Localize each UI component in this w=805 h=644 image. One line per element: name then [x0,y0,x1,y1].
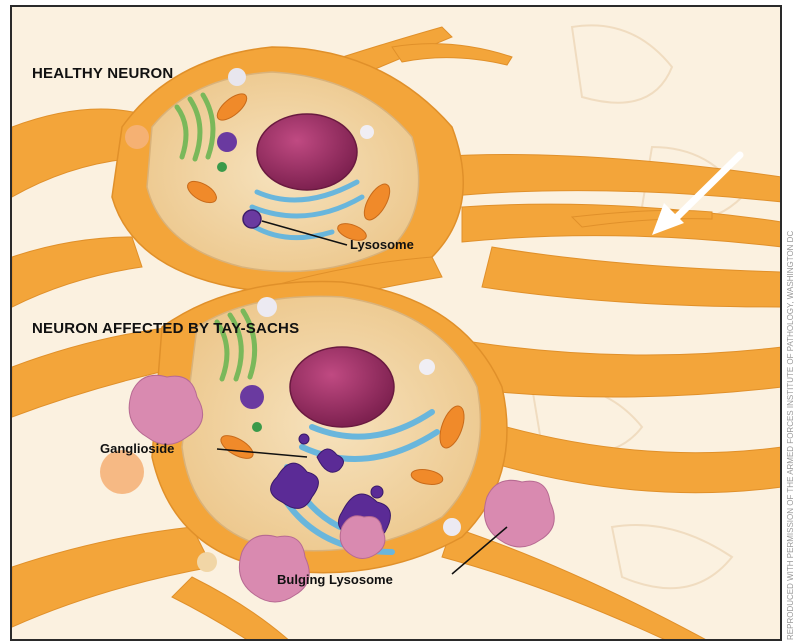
illustration-frame: HEALTHY NEURON Lysosome NEURON AFFECTED … [10,5,782,641]
credit-text: REPRODUCED WITH PERMISSION OF THE ARMED … [786,20,802,640]
lysosome-label: Lysosome [350,237,414,252]
healthy-neuron-title: HEALTHY NEURON [32,65,173,82]
background-cells [532,25,742,588]
ganglioside-label: Ganglioside [100,441,174,456]
bulging-lysosome-label: Bulging Lysosome [277,572,393,587]
affected-neuron-title: NEURON AFFECTED BY TAY-SACHS [32,320,299,337]
lysosome-organelle [243,210,261,228]
